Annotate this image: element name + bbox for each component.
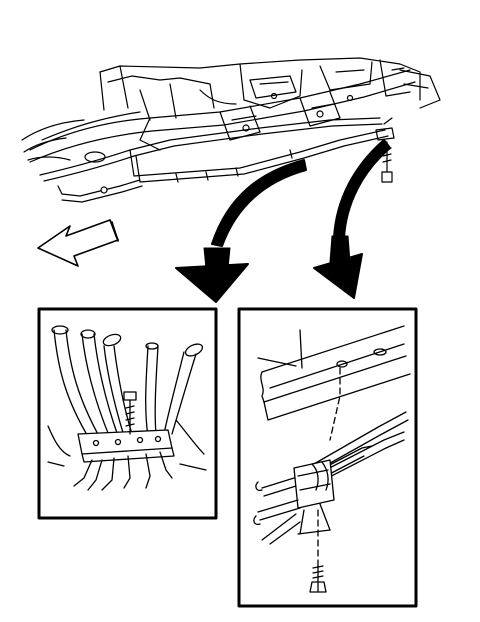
front-direction-arrow [37,219,119,267]
callout-arrow-right [313,139,391,299]
detail-box-left [37,307,218,520]
detail-clip-lines [37,307,218,520]
vehicle-frame-overview [21,57,441,203]
clip-bolt-icon [123,391,137,435]
detail-box-right [237,307,418,608]
callout-arrow-left [175,159,307,303]
rail-bolt-icon [309,565,327,593]
detail-frame-rail-bolt [237,307,418,608]
